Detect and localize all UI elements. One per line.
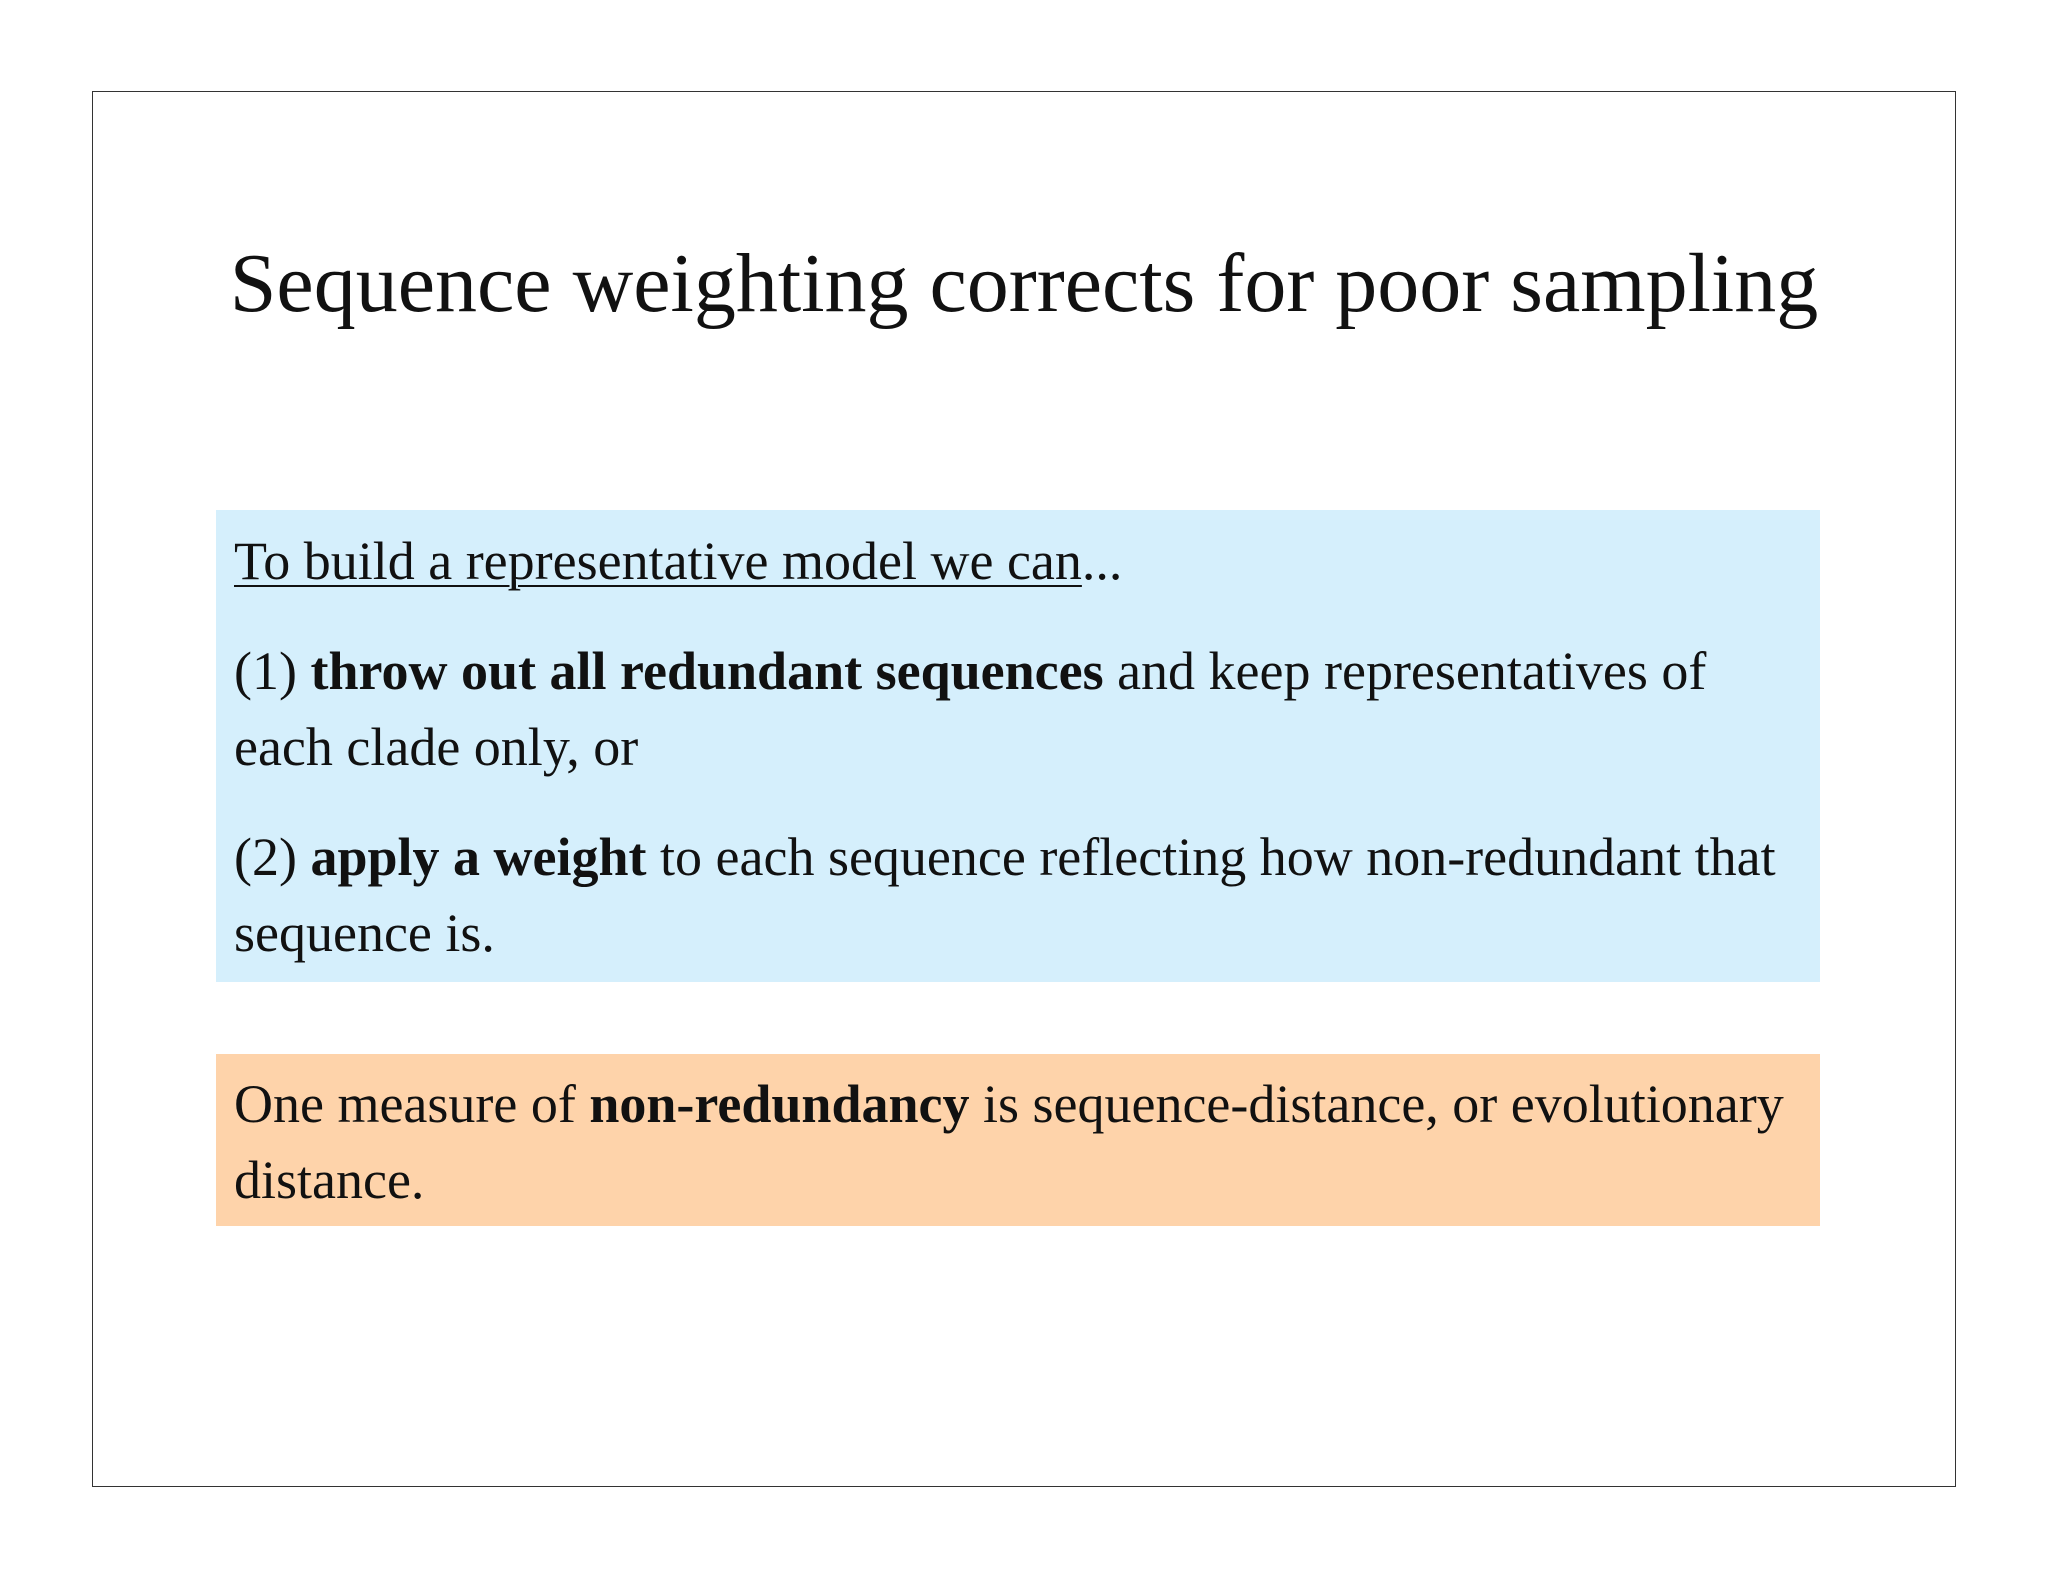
item1-rest: and keep representatives of each clade o…	[234, 641, 1707, 777]
item1-bold: throw out all redundant sequences	[310, 641, 1104, 701]
intro-underlined-text: To build a representative model we can	[234, 531, 1082, 591]
approaches-box: To build a representative model we can..…	[216, 510, 1820, 982]
approach-item-2: (2) apply a weight to each sequence refl…	[234, 819, 1802, 971]
intro-ellipsis: ...	[1081, 531, 1123, 591]
measure-box: One measure of non-redundancy is sequenc…	[216, 1054, 1820, 1226]
measure-rest: is sequence-distance, or evolutionary di…	[234, 1074, 1784, 1210]
item2-prefix: (2)	[234, 827, 311, 887]
slide-frame	[92, 91, 1956, 1487]
item2-bold: apply a weight	[310, 827, 647, 887]
item2-rest: to each sequence reflecting how non-redu…	[234, 827, 1776, 963]
measure-text: One measure of non-redundancy is sequenc…	[234, 1066, 1802, 1218]
item1-prefix: (1)	[234, 641, 311, 701]
measure-bold: non-redundancy	[589, 1074, 970, 1134]
intro-line: To build a representative model we can..…	[234, 523, 1802, 599]
approach-item-1: (1) throw out all redundant sequences an…	[234, 633, 1802, 785]
measure-prefix: One measure of	[234, 1074, 590, 1134]
slide-title: Sequence weighting corrects for poor sam…	[229, 237, 1819, 330]
